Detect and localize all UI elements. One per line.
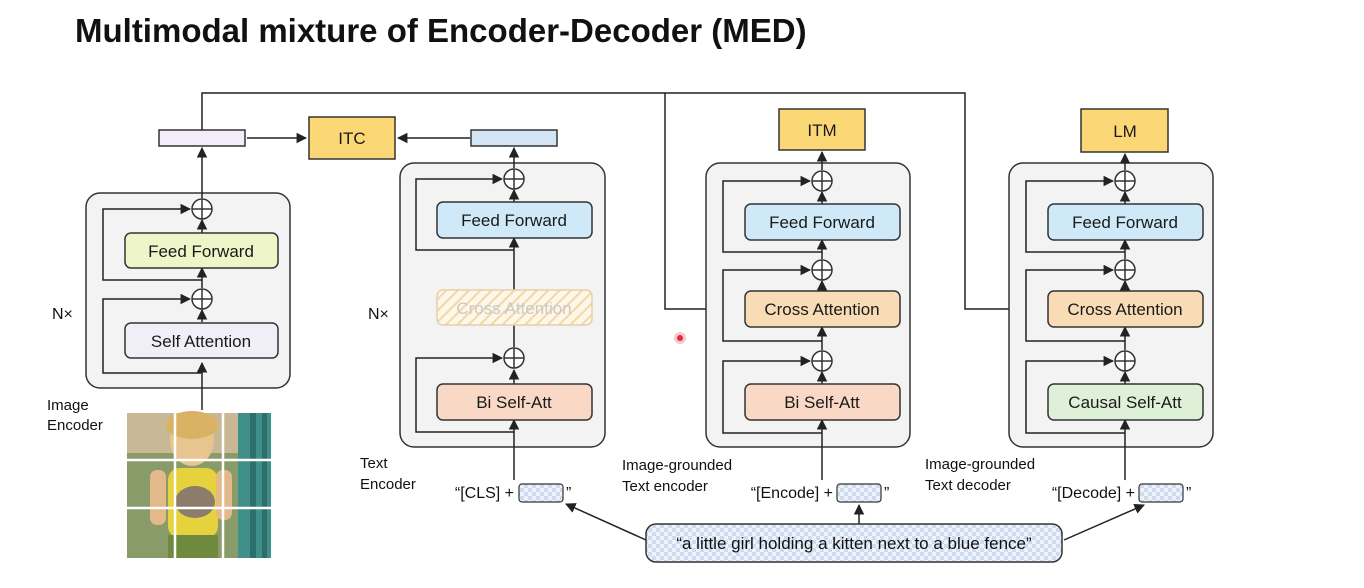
grounded-enc-add-norm-bottom [811, 350, 833, 372]
image-encoder: Feed Forward Self Attention N× Image Enc… [47, 129, 291, 434]
decoder-feed-forward-block [1047, 203, 1204, 241]
grounded-enc-add-norm-middle [811, 259, 833, 281]
decoder-feed-forward-label: Feed Forward [1072, 213, 1178, 232]
cls-token-slot [518, 483, 564, 503]
image-self-attention-label: Self Attention [151, 332, 251, 351]
image-encoder-label-line2: Encoder [47, 417, 103, 434]
grounded-enc-feed-forward-label: Feed Forward [769, 213, 875, 232]
decoder-add-norm-bottom [1114, 350, 1136, 372]
text-encoder: Feed Forward Cross Attention Bi Self-Att… [360, 129, 606, 503]
itc: ITC [247, 116, 470, 160]
image-feed-forward-label: Feed Forward [148, 242, 254, 261]
text-feed-forward-block [436, 201, 593, 239]
slide-title: Multimodal mixture of Encoder-Decoder (M… [75, 12, 807, 49]
image-add-norm-top [191, 198, 213, 220]
image-encoder-repeat: N× [52, 306, 73, 323]
caption-box [645, 523, 1063, 563]
itm-label: ITM [807, 121, 836, 140]
cls-token-suffix: ” [566, 485, 571, 502]
decode-token-prefix: “[Decode] + [1052, 485, 1135, 502]
decode-token-suffix: ” [1186, 485, 1191, 502]
grounded-enc-feed-forward-block [744, 203, 901, 241]
text-cross-attention-label: Cross Attention [456, 299, 571, 318]
decode-token-slot [1138, 483, 1184, 503]
grounded-enc-cross-attention-label: Cross Attention [764, 300, 879, 319]
encode-token-prefix: “[Encode] + [751, 485, 833, 502]
decoder-cross-attention-block [1047, 290, 1204, 328]
encode-token-suffix: ” [884, 485, 889, 502]
itc-box [308, 116, 396, 160]
image-feed-forward-block [124, 232, 279, 269]
text-cross-attention-block [436, 289, 593, 326]
image-self-attention-block [124, 322, 279, 359]
caption-text: “a little girl holding a kitten next to … [676, 534, 1032, 553]
grounded-encoder-label-line2: Text encoder [622, 478, 708, 495]
text-bi-self-att-label: Bi Self-Att [476, 393, 552, 412]
decoder-causal-self-att-label: Causal Self-Att [1068, 393, 1182, 412]
text-embedding [470, 129, 558, 147]
itc-label: ITC [338, 129, 365, 148]
image-embedding [158, 129, 246, 147]
grounded-enc-cross-attention-block [744, 290, 901, 328]
caption: “a little girl holding a kitten next to … [565, 503, 1145, 563]
decoder-causal-self-att-block [1047, 383, 1204, 421]
grounded-encoder-label-line1: Image-grounded [622, 457, 732, 474]
grounded-decoder: LM Feed Forward Cross Attention Causal S… [925, 108, 1214, 503]
encode-token-slot [836, 483, 882, 503]
input-image [127, 411, 271, 558]
text-encoder-label-line2: Encoder [360, 476, 416, 493]
cursor-indicator [674, 332, 686, 344]
grounded-enc-bi-self-att-label: Bi Self-Att [784, 393, 860, 412]
grounded-enc-add-norm-top [811, 170, 833, 192]
image-encoder-label: Image Encoder [47, 397, 103, 434]
grounded-decoder-label-line2: Text decoder [925, 477, 1011, 494]
cls-token-prefix: “[CLS] + [455, 485, 514, 502]
decoder-cross-attention-label: Cross Attention [1067, 300, 1182, 319]
grounded-decoder-label-line1: Image-grounded [925, 456, 1035, 473]
grounded-encoder-label: Image-grounded Text encoder [622, 457, 736, 495]
grounded-encoder: ITM Feed Forward Cross Attention Bi Self… [622, 108, 911, 503]
lm-label: LM [1113, 122, 1137, 141]
text-encoder-repeat: N× [368, 306, 389, 323]
lm-box [1080, 108, 1169, 153]
text-encoder-label: Text Encoder [360, 455, 416, 493]
grounded-decoder-label: Image-grounded Text decoder [925, 456, 1039, 494]
text-add-norm-bottom [503, 347, 525, 369]
text-feed-forward-label: Feed Forward [461, 211, 567, 230]
grounded-enc-bi-self-att-block [744, 383, 901, 421]
itm-box [778, 108, 866, 151]
text-encoder-label-line1: Text [360, 455, 388, 472]
text-bi-self-att-block [436, 383, 593, 421]
image-encoder-label-line1: Image [47, 397, 89, 414]
decoder-add-norm-middle [1114, 259, 1136, 281]
decoder-add-norm-top [1114, 170, 1136, 192]
text-add-norm-top [503, 168, 525, 190]
image-add-norm-bottom [191, 288, 213, 310]
